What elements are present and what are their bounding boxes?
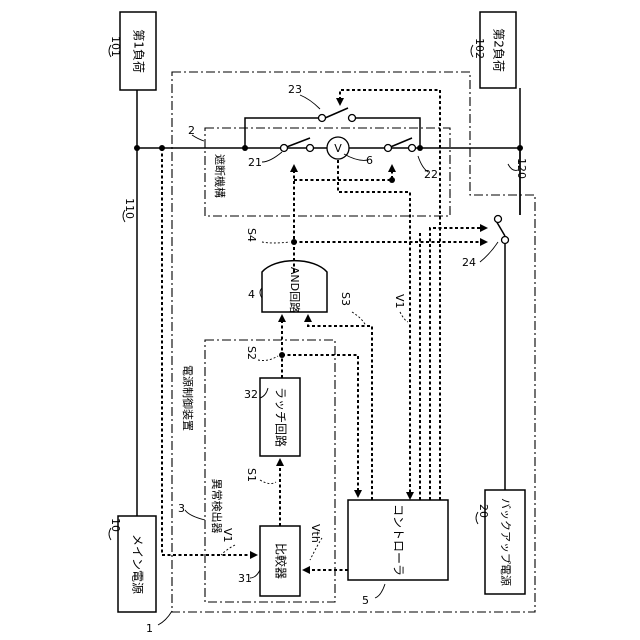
- comparator-label: 比較器: [274, 543, 289, 579]
- switch-23-blade: [325, 108, 348, 118]
- main-power-label: メイン電源: [131, 534, 145, 594]
- ref-110: 110: [123, 198, 136, 219]
- signal-s1: S1: [245, 468, 258, 482]
- backup-power-label: バックアップ電源: [499, 498, 513, 586]
- ref-4: 4: [248, 288, 255, 301]
- v1-sense-line: [162, 148, 256, 555]
- ref-21: 21: [248, 156, 262, 169]
- load2-label: 第2負荷: [492, 28, 506, 72]
- power-control-device-label: 電源制御装置: [181, 365, 195, 431]
- signal-v1-top: V1: [393, 294, 406, 309]
- ref-10: 10: [109, 518, 122, 532]
- ref-101: 101: [109, 36, 122, 57]
- signal-v1-left: V1: [221, 528, 234, 543]
- ref-31: 31: [238, 572, 252, 585]
- s4-to-switch-22: [294, 166, 392, 180]
- ref-3: 3: [178, 502, 185, 515]
- ref-2: 2: [188, 124, 195, 137]
- ref-32: 32: [244, 388, 258, 401]
- ref-24: 24: [462, 256, 476, 269]
- voltmeter-label: V: [334, 142, 342, 155]
- v1-to-controller: [338, 160, 410, 500]
- cutoff-label: 遮断機構: [213, 154, 227, 198]
- latch-label: ラッチ回路: [274, 387, 289, 447]
- ref-120: 120: [515, 158, 528, 179]
- switch-21-blade: [284, 138, 310, 148]
- cutoff-mechanism-boundary: [205, 128, 450, 216]
- ref-22: 22: [424, 168, 438, 181]
- signal-vth: Vth: [309, 524, 322, 543]
- s3-line: [308, 316, 372, 500]
- ref-5: 5: [362, 594, 369, 607]
- ref-20: 20: [477, 504, 490, 518]
- load1-label: 第1負荷: [132, 29, 146, 73]
- ref-102: 102: [473, 38, 486, 59]
- ref-23: 23: [288, 83, 302, 96]
- ref-1: 1: [146, 622, 153, 635]
- and-gate-label: AND回路: [288, 267, 301, 313]
- signal-s4: S4: [245, 228, 258, 242]
- controller-label: コントローラ: [392, 504, 406, 576]
- signal-s2: S2: [245, 346, 258, 360]
- ref-6: 6: [366, 154, 373, 167]
- anomaly-detector-label: 異常検出器: [210, 479, 224, 534]
- signal-s3: S3: [339, 292, 352, 306]
